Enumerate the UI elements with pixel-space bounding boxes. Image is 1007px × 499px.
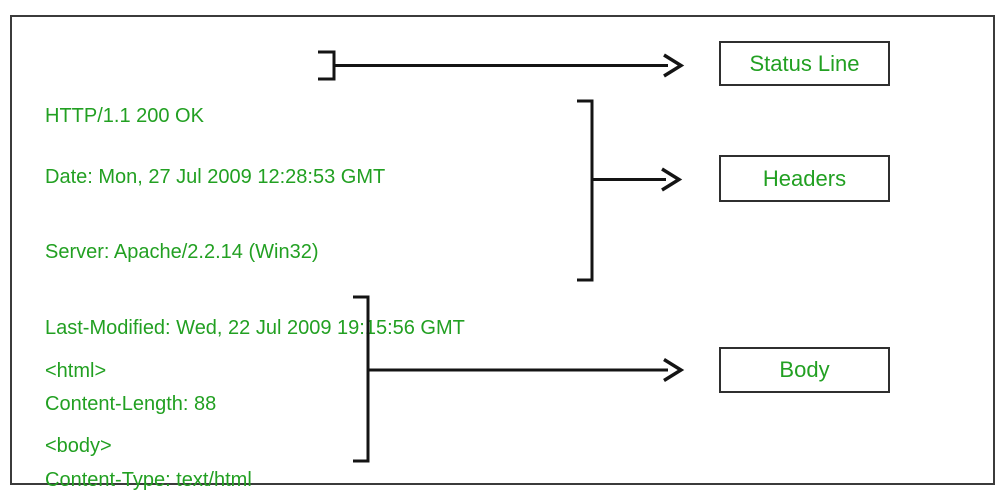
headers-bracket — [577, 99, 594, 282]
status-line-label-box: Status Line — [719, 41, 890, 86]
header-line-date: Date: Mon, 27 Jul 2009 12:28:53 GMT — [45, 165, 386, 188]
headers-text: Date: Mon, 27 Jul 2009 12:28:53 GMT Serv… — [45, 114, 465, 499]
header-line-last-modified: Last-Modified: Wed, 22 Jul 2009 19:15:56… — [45, 317, 465, 340]
status-line-bracket — [318, 50, 336, 81]
status-line-arrowhead — [663, 53, 685, 78]
body-line-body-open: <body> — [45, 435, 112, 458]
status-line-label: Status Line — [749, 50, 860, 76]
diagram-border — [10, 15, 995, 485]
headers-label: Headers — [762, 165, 847, 191]
header-line-content-length: Content-Length: 88 — [45, 393, 217, 416]
headers-arrowhead — [661, 167, 683, 192]
status-line-value: HTTP/1.1 200 OK — [45, 104, 204, 127]
body-line-html-open: <html> — [45, 359, 107, 382]
body-label: Body — [779, 357, 830, 382]
body-text: <html> <body> <h1>Hello, World!</h1> </b… — [45, 308, 256, 499]
body-label-box: Body — [719, 347, 890, 393]
header-line-content-type: Content-Type: text/html — [45, 469, 252, 492]
body-arrowhead — [663, 358, 685, 382]
body-bracket — [353, 295, 370, 463]
headers-label-box: Headers — [719, 155, 890, 202]
status-line-text: HTTP/1.1 200 OK — [45, 53, 204, 179]
header-line-server: Server: Apache/2.2.14 (Win32) — [45, 241, 319, 264]
